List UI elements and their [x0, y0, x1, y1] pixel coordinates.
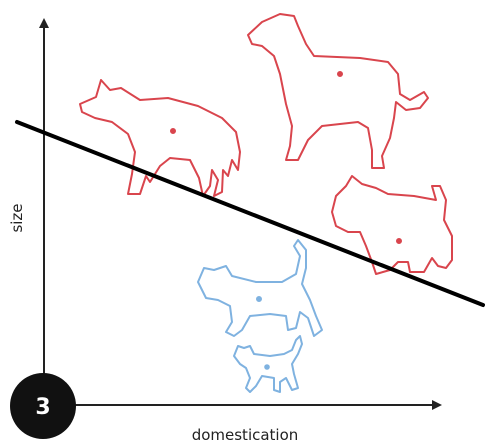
terrier-icon: [332, 176, 452, 274]
cat-icon: [234, 336, 302, 392]
x-axis-label: domestication: [192, 426, 299, 444]
badge-number: 3: [35, 395, 50, 420]
cat-icon: [198, 240, 322, 336]
greyhound-icon: [248, 14, 428, 168]
decision-boundary: [17, 122, 483, 305]
y-axis-label: size: [8, 203, 26, 232]
